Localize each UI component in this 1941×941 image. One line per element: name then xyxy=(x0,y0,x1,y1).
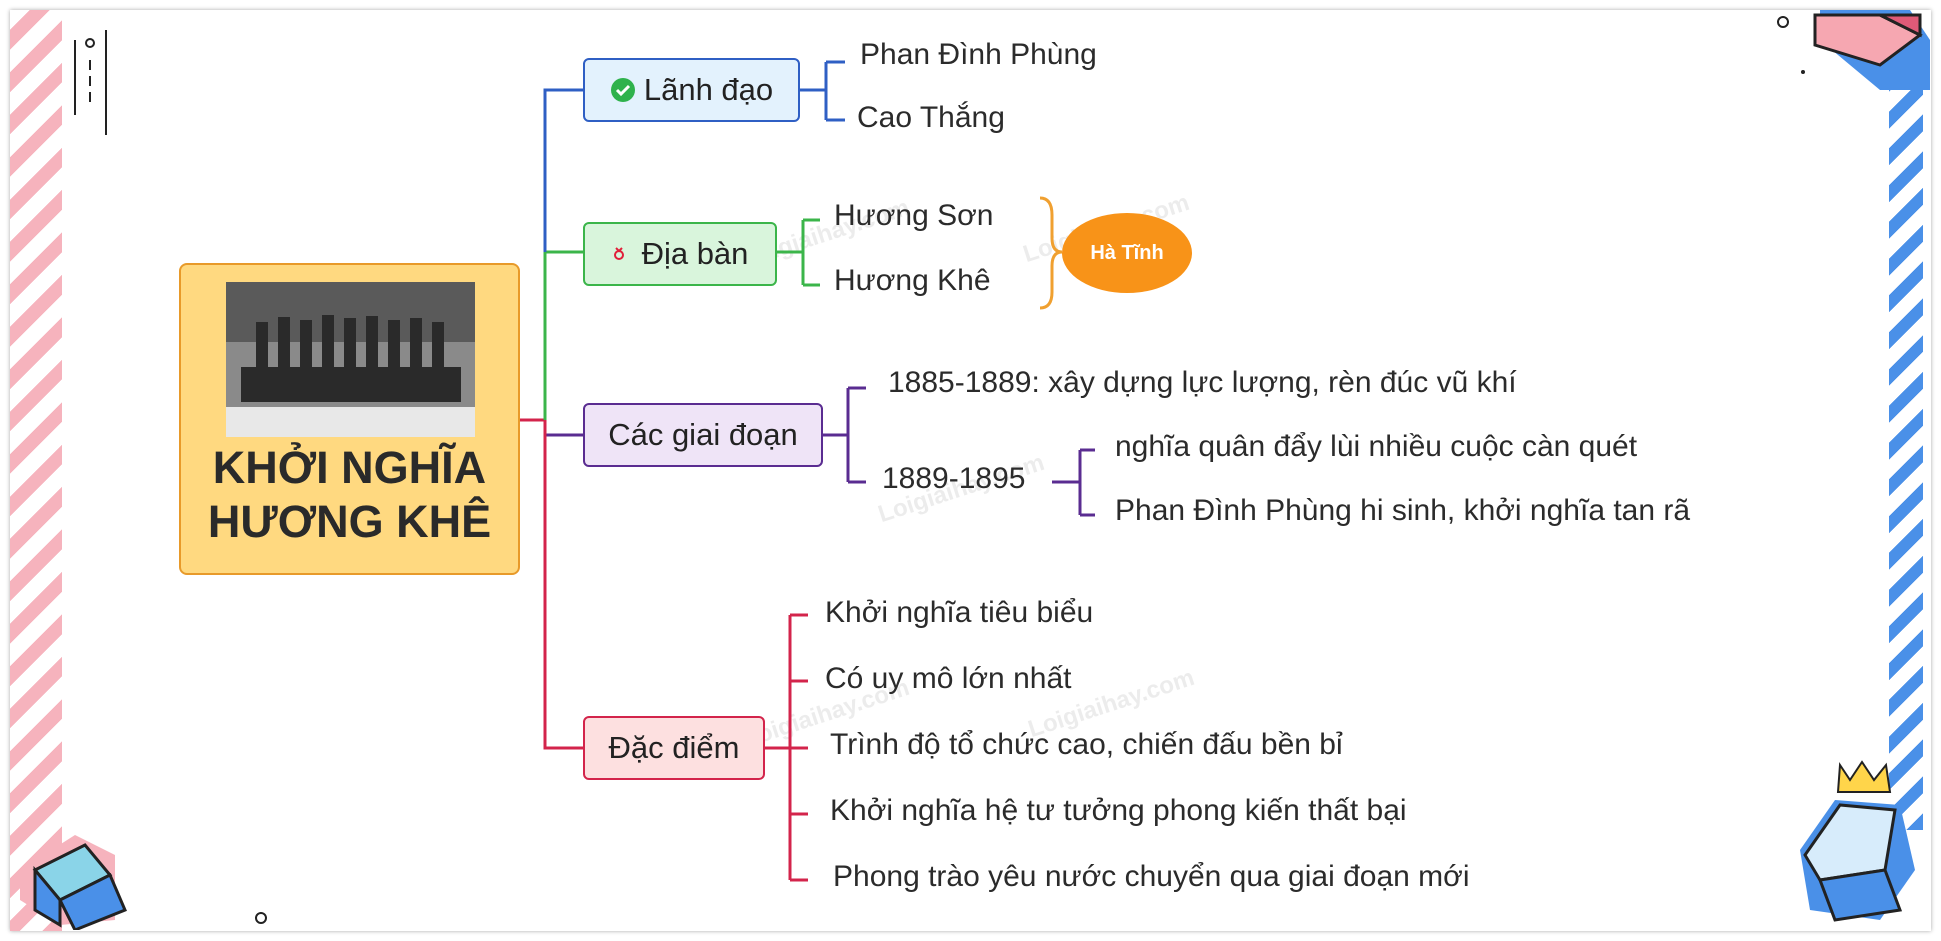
region-tag-ha-tinh: Hà Tĩnh xyxy=(1062,213,1192,293)
left-stripe-decoration xyxy=(10,10,62,931)
root-node: KHỞI NGHĨA HƯƠNG KHÊ xyxy=(179,263,520,575)
branch-lanh-dao: Lãnh đạo xyxy=(583,58,800,122)
group-photo-illustration xyxy=(226,282,475,437)
branch-dia-ban: Địa bàn xyxy=(583,222,777,286)
leaf-period-1885-1889: 1885-1889: xây dựng lực lượng, rèn đúc v… xyxy=(888,366,1517,399)
root-title-line-1: KHỞI NGHĨA xyxy=(212,442,487,493)
root-title-line-2: HƯƠNG KHÊ xyxy=(207,496,492,547)
branch-label: Lãnh đạo xyxy=(643,72,774,107)
leaf-period-1889-1895-item-2: Phan Đình Phùng hi sinh, khởi nghĩa tan … xyxy=(1115,494,1691,527)
branch-label: Đặc điểm xyxy=(608,730,740,765)
top-right-cube-decoration xyxy=(1777,10,1930,90)
branch-label: Các giai đoạn xyxy=(608,417,798,452)
historical-photo xyxy=(226,282,475,437)
bottom-right-crown-cube-decoration xyxy=(1800,760,1915,922)
location-pin-icon xyxy=(613,247,624,260)
top-left-lines-decoration xyxy=(74,30,107,135)
leaf-dac-diem-5: Phong trào yêu nước chuyển qua giai đoạn… xyxy=(833,860,1470,893)
leaf-dia-ban-1: Hương Sơn xyxy=(834,199,994,232)
leaf-dac-diem-4: Khởi nghĩa hệ tư tưởng phong kiến thất b… xyxy=(830,794,1407,827)
small-circle-decoration xyxy=(255,912,267,924)
leaf-dac-diem-1: Khởi nghĩa tiêu biểu xyxy=(825,596,1094,629)
bottom-left-cube-decoration xyxy=(20,835,127,930)
right-stripe-decoration xyxy=(1889,70,1923,830)
branch-cac-giai-doan: Các giai đoạn xyxy=(583,403,823,467)
leaf-period-1889-1895: 1889-1895 xyxy=(882,462,1026,495)
leaf-dac-diem-3: Trình độ tổ chức cao, chiến đấu bền bỉ xyxy=(830,728,1343,761)
leaf-period-1889-1895-item-1: nghĩa quân đẩy lùi nhiều cuộc càn quét xyxy=(1115,430,1638,463)
leaf-dac-diem-2: Có uy mô lớn nhất xyxy=(825,662,1072,695)
leaf-dia-ban-2: Hương Khê xyxy=(834,264,991,297)
check-circle-icon xyxy=(610,78,635,102)
branch-label: Địa bàn xyxy=(641,236,749,271)
branch-dac-diem: Đặc điểm xyxy=(583,716,765,780)
leaf-lanh-dao-1: Phan Đình Phùng xyxy=(860,38,1097,71)
leaf-lanh-dao-2: Cao Thắng xyxy=(857,101,1005,134)
